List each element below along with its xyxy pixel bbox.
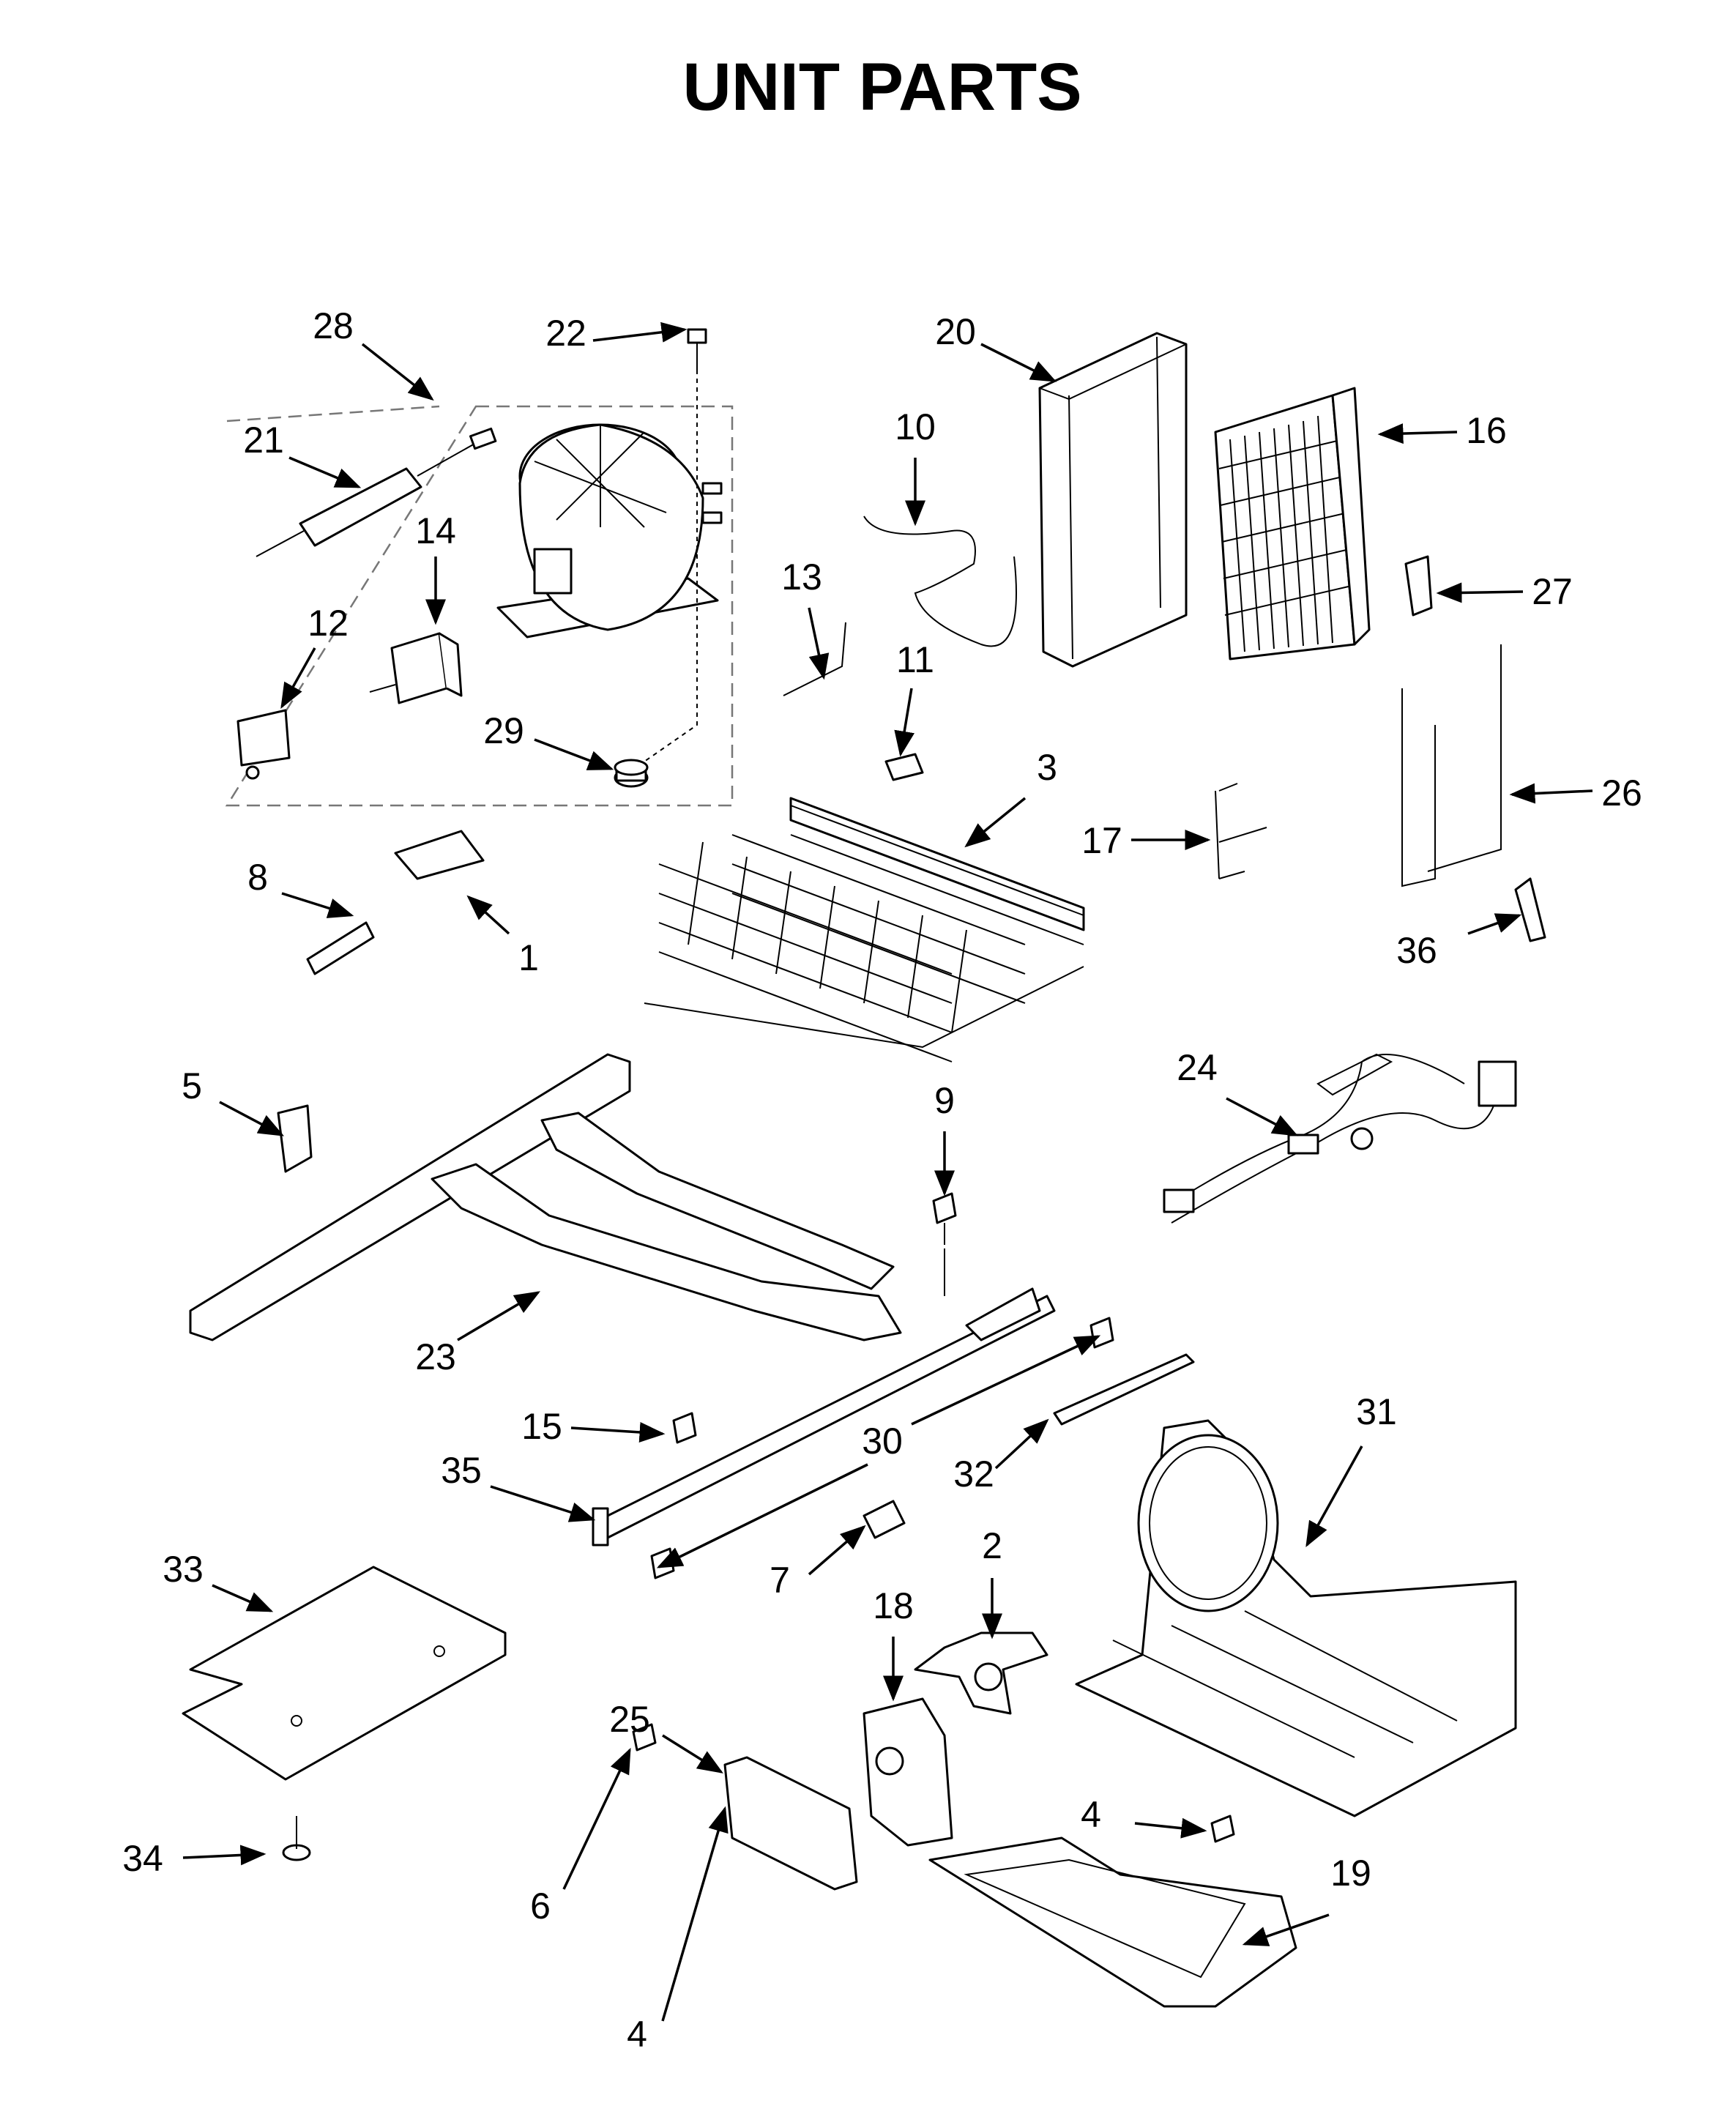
callout-16: 16 <box>1466 410 1507 451</box>
evaporator-coil-drawing <box>644 797 1085 1062</box>
callout-27: 27 <box>1532 571 1573 612</box>
callout-5: 5 <box>182 1065 202 1106</box>
compressor-kit-boundary <box>225 405 734 807</box>
callout-28: 28 <box>313 305 354 346</box>
callout-13: 13 <box>781 557 822 598</box>
callout-9: 9 <box>934 1080 955 1121</box>
callout-25: 25 <box>609 1699 650 1740</box>
callout-29: 29 <box>483 710 524 751</box>
callout-36: 36 <box>1396 930 1437 971</box>
callout-24: 24 <box>1177 1047 1218 1088</box>
fan-motor-drawing <box>863 1697 953 1847</box>
tube-13-drawing <box>783 622 846 696</box>
callout-7: 7 <box>770 1560 790 1601</box>
callout-19: 19 <box>1330 1853 1371 1894</box>
shield-1-drawing <box>394 830 485 880</box>
callout-4-motor-bracket: 4 <box>627 2014 647 2055</box>
callout-20: 20 <box>935 311 976 352</box>
callout-35: 35 <box>441 1450 482 1491</box>
callout-23: 23 <box>415 1336 456 1377</box>
fan-shroud-drawing <box>1038 332 1188 668</box>
tube-10-drawing <box>863 516 1017 647</box>
bolt-22-drawing <box>644 328 707 762</box>
plate-36-drawing <box>1514 877 1546 942</box>
page-title: UNIT PARTS <box>682 50 1081 124</box>
callout-33: 33 <box>163 1549 204 1590</box>
cover-33-drawing <box>182 1566 507 1781</box>
callout-10: 10 <box>895 406 936 447</box>
start-relay-drawing <box>369 632 463 704</box>
callout-34: 34 <box>122 1838 163 1879</box>
callout-15: 15 <box>521 1406 562 1447</box>
callout-21: 21 <box>243 420 284 461</box>
frame-rails-drawing <box>189 1053 1056 1547</box>
fan-blade-drawing <box>914 1631 1048 1715</box>
filter-drier-drawing <box>256 427 497 557</box>
callout-31: 31 <box>1356 1391 1397 1432</box>
motor-bracket-drawing <box>723 1756 858 1891</box>
leader-arrows <box>182 321 1593 2022</box>
overload-drawing <box>236 709 291 780</box>
callout-1: 1 <box>518 937 539 978</box>
callout-11: 11 <box>896 639 934 680</box>
fitting-7-drawing <box>863 1500 906 1539</box>
bracket-17-drawing <box>1215 783 1267 879</box>
callout-3: 3 <box>1037 747 1057 788</box>
callout-30: 30 <box>862 1421 903 1462</box>
cable-tie-drawing <box>1053 1353 1195 1426</box>
callout-17: 17 <box>1081 820 1122 861</box>
callout-22: 22 <box>545 313 586 354</box>
drain-pan-drawing <box>928 1836 1297 2008</box>
callout-14: 14 <box>415 510 456 551</box>
tube-assembly-26-drawing <box>1401 644 1502 887</box>
callout-18: 18 <box>873 1585 914 1626</box>
callout-2: 2 <box>982 1525 1002 1566</box>
callout-32: 32 <box>953 1454 994 1495</box>
grommet-drawing <box>614 759 649 788</box>
callout-4-fan-bracket: 4 <box>1081 1794 1101 1835</box>
callout-6: 6 <box>530 1886 551 1927</box>
clip-11-drawing <box>884 753 924 781</box>
callout-26: 26 <box>1601 773 1642 814</box>
sleeve-8-drawing <box>306 921 375 975</box>
callout-8: 8 <box>247 857 268 898</box>
wire-harness-drawing <box>1163 1053 1517 1224</box>
clip-27-drawing <box>1404 555 1433 617</box>
fan-bracket-drawing <box>1075 1419 1517 1817</box>
callout-12: 12 <box>308 603 349 644</box>
condenser-coil-drawing <box>1214 387 1371 660</box>
callout-labels: 28 22 20 10 16 21 14 13 27 12 11 3 29 26… <box>122 305 1642 2055</box>
compressor-drawing <box>496 423 723 639</box>
